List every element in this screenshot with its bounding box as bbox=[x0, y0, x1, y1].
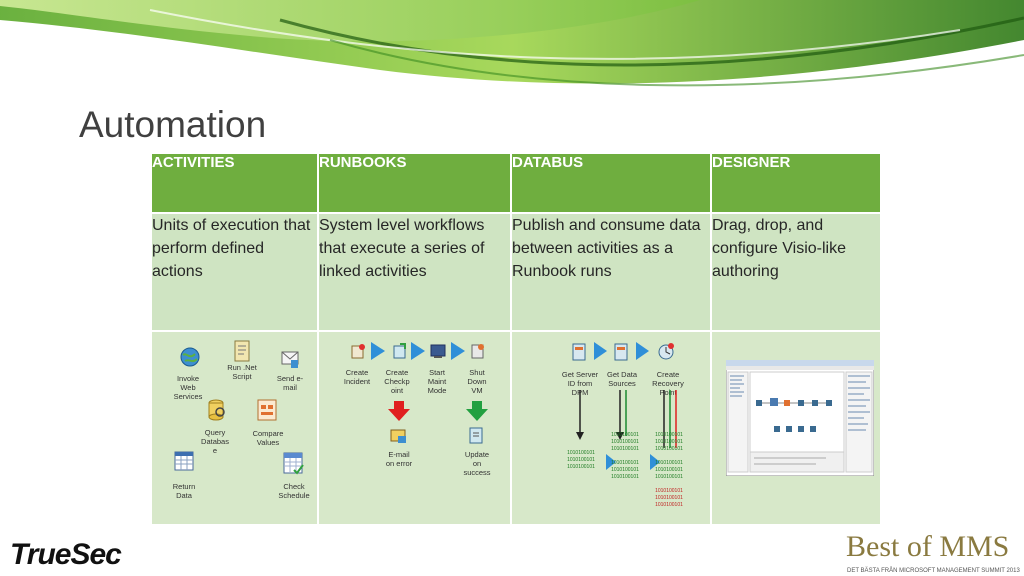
data-sources-icon bbox=[614, 343, 628, 361]
database-icon bbox=[208, 399, 225, 421]
label-update-on-success: Update on success bbox=[463, 450, 491, 477]
runbooks-illustration: Create Incident Create Checkp oint Start… bbox=[317, 330, 512, 526]
arrow-down-green-icon bbox=[466, 401, 488, 421]
automation-table: ACTIVITIES RUNBOOKS DATABUS DESIGNER Uni… bbox=[150, 152, 882, 526]
label-invoke-web-services: Invoke Web Services bbox=[173, 374, 203, 401]
header-activities: ACTIVITIES bbox=[150, 152, 319, 214]
best-of-mms-subtitle: DET BÄSTA FRÅN MICROSOFT MANAGEMENT SUMM… bbox=[847, 568, 1020, 574]
recovery-point-icon bbox=[658, 343, 674, 360]
label-compare-values: Compare Values bbox=[252, 429, 284, 447]
arrow-right-icon bbox=[451, 342, 465, 360]
table-icon bbox=[174, 451, 194, 471]
best-of-mms-logo: Best of MMS DET BÄSTA FRÅN MICROSOFT MAN… bbox=[846, 530, 1020, 574]
label-start-maint-mode: Start Maint Mode bbox=[427, 368, 447, 395]
arrow-right-icon bbox=[411, 342, 425, 360]
label-get-data-sources: Get Data Sources bbox=[606, 370, 637, 388]
databus-illustration: Get Server ID from DPM Get Data Sources … bbox=[510, 330, 712, 526]
maintenance-icon bbox=[430, 344, 446, 358]
checkpoint-icon bbox=[393, 343, 406, 359]
label-return-data: Return Data bbox=[172, 482, 196, 500]
description-designer: Drag, drop, and configure Visio-like aut… bbox=[710, 212, 882, 332]
arrow-right-icon bbox=[594, 342, 607, 360]
arrow-down-red-icon bbox=[388, 401, 410, 421]
truesec-logo: TrueSec bbox=[10, 538, 122, 571]
description-activities: Units of execution that perform defined … bbox=[150, 212, 319, 332]
label-check-schedule: Check Schedule bbox=[278, 482, 310, 500]
incident-icon bbox=[351, 344, 365, 359]
activities-illustration: Invoke Web Services Run .Net Script Send… bbox=[150, 330, 319, 526]
script-icon bbox=[234, 340, 250, 362]
email-icon bbox=[281, 351, 299, 368]
header-row: ACTIVITIES RUNBOOKS DATABUS DESIGNER bbox=[150, 152, 882, 214]
label-create-incident: Create Incident bbox=[343, 368, 371, 386]
arrow-right-icon bbox=[371, 342, 385, 360]
illustration-row: Invoke Web Services Run .Net Script Send… bbox=[150, 330, 882, 526]
update-icon bbox=[469, 427, 483, 444]
header-runbooks: RUNBOOKS bbox=[317, 152, 512, 214]
email-icon bbox=[390, 429, 406, 443]
slide-title: Automation bbox=[79, 104, 267, 145]
designer-illustration bbox=[710, 330, 882, 526]
label-shut-down-vm: Shut Down VM bbox=[467, 368, 487, 395]
globe-icon bbox=[180, 347, 200, 367]
designer-screenshot-thumbnail bbox=[726, 360, 874, 476]
best-of-mms-title: Best of MMS bbox=[846, 530, 1010, 563]
label-query-database: Query Databas e bbox=[201, 428, 229, 455]
arrow-right-icon bbox=[636, 342, 649, 360]
description-runbooks: System level workflows that execute a se… bbox=[317, 212, 512, 332]
header-databus: DATABUS bbox=[510, 152, 712, 214]
calendar-icon bbox=[283, 452, 304, 475]
databus-flow-diagram bbox=[576, 390, 677, 470]
shutdown-vm-icon bbox=[471, 344, 484, 359]
label-run-net-script: Run .Net Script bbox=[227, 363, 257, 381]
label-send-email: Send e- mail bbox=[276, 374, 304, 392]
compare-icon bbox=[257, 399, 277, 421]
label-create-checkpoint: Create Checkp oint bbox=[384, 368, 410, 395]
server-id-icon bbox=[572, 343, 586, 361]
label-email-on-error: E-mail on error bbox=[385, 450, 413, 468]
green-swoosh-decoration bbox=[0, 0, 1024, 87]
description-row: Units of execution that perform defined … bbox=[150, 212, 882, 332]
label-create-recovery-point: Create Recovery Point bbox=[652, 370, 684, 397]
description-databus: Publish and consume data between activit… bbox=[510, 212, 712, 332]
header-designer: DESIGNER bbox=[710, 152, 882, 214]
